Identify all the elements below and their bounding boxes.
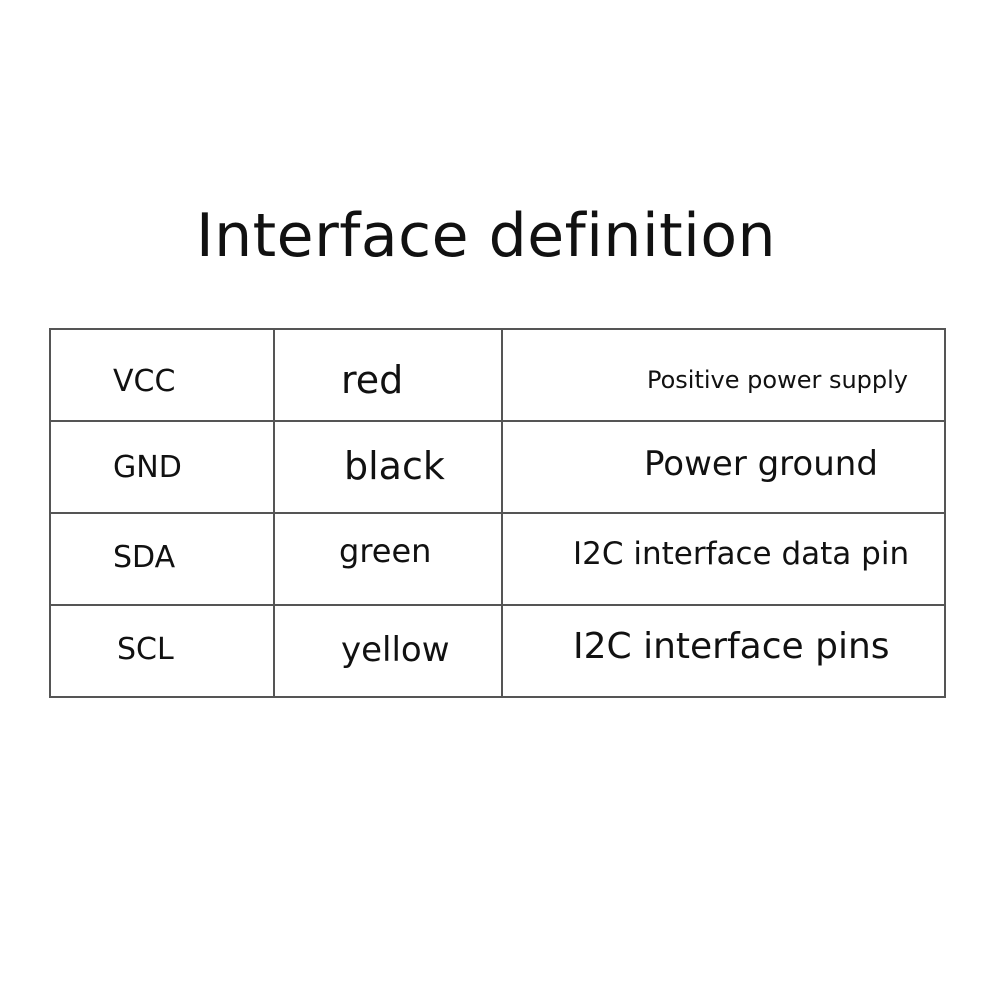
description-label: I2C interface pins [573,626,890,667]
description-label: Power ground [644,444,878,484]
wire-color-label: black [344,444,445,488]
description-cell: Power ground [501,420,946,514]
description-cell: I2C interface pins [501,604,946,698]
wire-color-label: yellow [341,630,450,670]
wire-color-label: green [339,532,432,570]
table-row: GND black Power ground [49,420,946,514]
pin-cell: GND [49,420,275,514]
page-title: Interface definition [195,201,777,271]
color-cell: red [273,328,503,422]
color-cell: black [273,420,503,514]
table-row: SDA green I2C interface data pin [49,512,946,606]
pin-cell: SCL [49,604,275,698]
color-cell: green [273,512,503,606]
pin-cell: SDA [49,512,275,606]
pin-label: VCC [113,364,176,399]
pin-label: GND [113,450,182,485]
wire-color-label: red [341,358,404,402]
pin-cell: VCC [49,328,275,422]
interface-table: VCC red Positive power supply GND black … [49,328,946,698]
description-label: Positive power supply [647,366,909,394]
color-cell: yellow [273,604,503,698]
pin-label: SDA [113,540,176,575]
description-label: I2C interface data pin [573,536,910,572]
description-cell: I2C interface data pin [501,512,946,606]
table-row: SCL yellow I2C interface pins [49,604,946,698]
pin-label: SCL [117,632,174,667]
description-cell: Positive power supply [501,328,946,422]
table-row: VCC red Positive power supply [49,328,946,422]
